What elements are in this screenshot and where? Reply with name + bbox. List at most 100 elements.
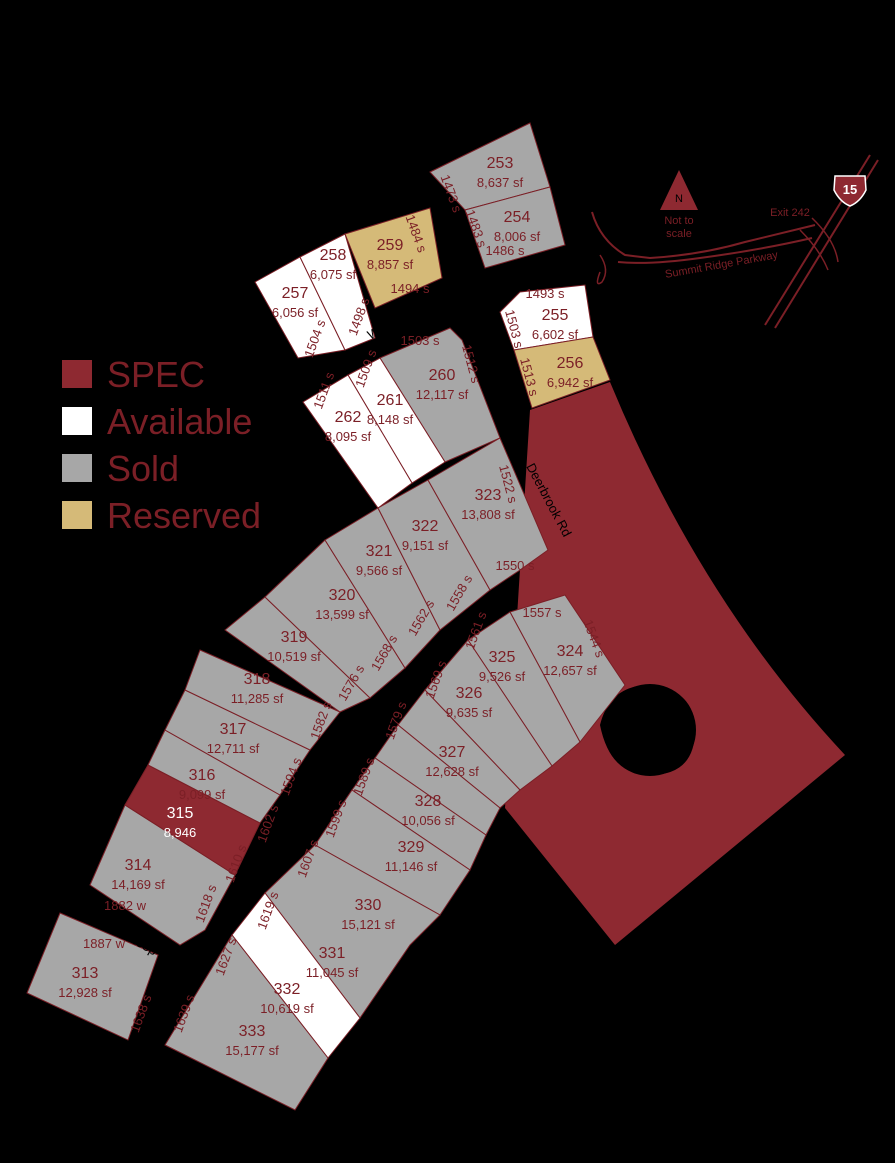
lot-number-314: 314 [125, 857, 152, 874]
lot-area-253: 8,637 sf [477, 175, 524, 190]
lot-area-324: 12,657 sf [543, 663, 597, 678]
legend-label-reserved: Reserved [107, 495, 261, 536]
lot-area-331: 11,045 sf [306, 965, 359, 980]
lot-number-261: 261 [377, 392, 404, 409]
legend-swatch-reserved [62, 501, 92, 529]
lot-318[interactable] [184, 649, 341, 751]
lot-area-255: 6,602 sf [532, 327, 579, 342]
lot-number-329: 329 [398, 839, 425, 856]
lot-area-261: 8,148 sf [367, 412, 414, 427]
lot-area-333: 15,177 sf [225, 1043, 279, 1058]
lot-area-260: 12,117 sf [416, 387, 469, 402]
lot-number-325: 325 [489, 649, 516, 666]
lot-323[interactable] [427, 437, 549, 591]
interstate-number: 15 [843, 182, 857, 197]
lot-259[interactable] [344, 207, 443, 309]
lot-number-321: 321 [366, 543, 393, 560]
legend-swatch-spec [62, 360, 92, 388]
lot-number-255: 255 [542, 307, 569, 324]
location-inset: N Not to scale Exit 242 Summit Ridge Par… [591, 154, 879, 329]
lot-area-322: 9,151 sf [402, 538, 449, 553]
legend-label-available: Available [107, 401, 252, 442]
lot-area-316: 9,099 sf [179, 787, 226, 802]
lot-number-313: 313 [72, 965, 99, 982]
lot-area-317: 12,711 sf [207, 741, 260, 756]
lot-258[interactable] [299, 233, 376, 351]
squiggle-road [596, 254, 607, 285]
lot-number-256: 256 [557, 355, 584, 372]
lot-number-324: 324 [557, 643, 584, 660]
lot-255[interactable] [499, 284, 594, 351]
lot-number-316: 316 [189, 767, 216, 784]
lot-number-331: 331 [319, 945, 346, 962]
lot-area-258: 6,075 sf [310, 267, 357, 282]
lot-area-315: 8,946 [164, 825, 197, 840]
lot-area-319: 10,519 sf [267, 649, 321, 664]
frontage-label: 1486 s [485, 243, 525, 258]
legend-label-sold: Sold [107, 448, 179, 489]
legend-swatch-sold [62, 454, 92, 482]
lot-area-332: 10,619 sf [260, 1001, 314, 1016]
lot-area-254: 8,006 sf [494, 229, 541, 244]
lot-area-262: 8,095 sf [325, 429, 372, 444]
legend-label-spec: SPEC [107, 354, 205, 395]
lot-area-329: 11,146 sf [385, 859, 438, 874]
lot-262[interactable] [302, 374, 413, 509]
lot-313[interactable] [26, 912, 159, 1041]
frontage-label: 1887 w [83, 936, 126, 951]
parkway-road [591, 211, 816, 260]
lot-area-259: 8,857 sf [367, 257, 414, 272]
lot-area-327: 12,628 sf [425, 764, 479, 779]
lot-number-333: 333 [239, 1023, 266, 1040]
lot-number-320: 320 [329, 587, 356, 604]
not-to-scale-1: Not to [664, 215, 693, 227]
lot-number-319: 319 [281, 629, 308, 646]
lot-number-327: 327 [439, 744, 466, 761]
lot-area-318: 11,285 sf [231, 691, 284, 706]
frontage-label: 1493 s [525, 286, 565, 301]
frontage-label: 1550 s [495, 558, 535, 573]
lot-number-332: 332 [274, 981, 301, 998]
ramp-road [799, 217, 839, 271]
frontage-label: 1503 s [400, 333, 440, 348]
lot-area-328: 10,056 sf [401, 813, 455, 828]
lot-number-315: 315 [167, 805, 194, 822]
lot-number-254: 254 [504, 209, 531, 226]
lot-number-323: 323 [475, 487, 502, 504]
lot-area-325: 9,526 sf [479, 669, 526, 684]
lot-area-257: 6,056 sf [272, 305, 319, 320]
interstate-shield-icon [833, 175, 867, 207]
north-arrow-icon [660, 170, 698, 210]
north-label: N [675, 193, 683, 205]
lot-254[interactable] [464, 186, 566, 269]
frontage-label: 1557 s [522, 605, 562, 620]
lot-area-313: 12,928 sf [58, 985, 112, 1000]
lot-number-317: 317 [220, 721, 247, 738]
lot-number-326: 326 [456, 685, 483, 702]
lot-number-260: 260 [429, 367, 456, 384]
lot-area-256: 6,942 sf [547, 375, 594, 390]
lot-number-253: 253 [487, 155, 514, 172]
lot-number-318: 318 [244, 671, 271, 688]
cul-de-sac [604, 684, 696, 776]
lot-333[interactable] [164, 934, 329, 1111]
lot-number-322: 322 [412, 518, 439, 535]
lot-number-262: 262 [335, 409, 362, 426]
frontage-label: 1882 w [104, 898, 147, 913]
frontage-label: 1494 s [390, 281, 430, 296]
lot-area-320: 13,599 sf [315, 607, 369, 622]
not-to-scale-2: scale [666, 228, 692, 240]
legend-swatch-available [62, 407, 92, 435]
lot-number-330: 330 [355, 897, 382, 914]
lot-area-321: 9,566 sf [356, 563, 403, 578]
lot-number-257: 257 [282, 285, 309, 302]
lot-number-328: 328 [415, 793, 442, 810]
lot-256[interactable] [513, 336, 611, 409]
spec-area-deerbrook [505, 382, 845, 945]
lot-area-323: 13,808 sf [461, 507, 515, 522]
lot-area-330: 15,121 sf [341, 917, 395, 932]
parkway-road-2 [617, 237, 813, 264]
